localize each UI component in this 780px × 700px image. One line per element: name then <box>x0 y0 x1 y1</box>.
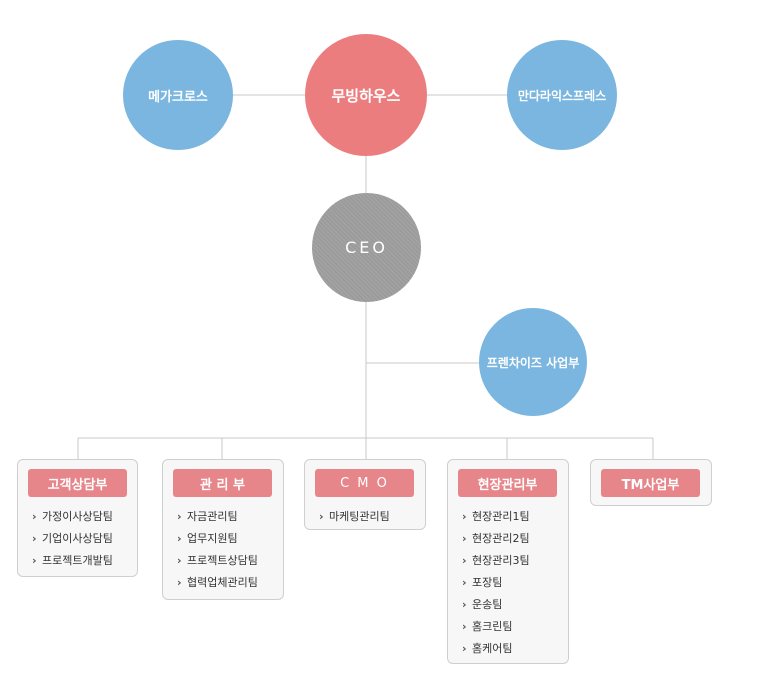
chevron-right-icon: › <box>462 598 467 611</box>
chevron-right-icon: › <box>462 620 467 633</box>
team-list: › 자금관리팀 › 업무지원팀 › 프로젝트상담팀 › 협력업체관리팀 <box>177 506 258 594</box>
team-label: 현장관리3팀 <box>472 554 530 567</box>
team-item: › 기업이사상담팀 <box>32 528 113 550</box>
team-list: › 가정이사상담팀 › 기업이사상담팀 › 프로젝트개발팀 <box>32 506 113 572</box>
team-item: › 운송팀 <box>462 594 530 616</box>
dept-title: 현장관리부 <box>458 469 557 497</box>
team-item: › 현장관리1팀 <box>462 506 530 528</box>
team-label: 마케팅관리팀 <box>329 510 390 523</box>
dept-field-management: 현장관리부 ›현장관리1팀 ›현장관리2팀 ›현장관리3팀 ›포장팀 ›운송팀 … <box>447 459 569 664</box>
dept-title: C M O <box>315 469 414 497</box>
team-label: 현장관리2팀 <box>472 532 530 545</box>
dept-tm-business: TM사업부 <box>590 459 712 506</box>
team-item: › 업무지원팀 <box>177 528 258 550</box>
team-item: › 홈케어팀 <box>462 638 530 660</box>
team-label: 업무지원팀 <box>187 532 238 545</box>
dept-title: TM사업부 <box>601 469 700 497</box>
chevron-right-icon: › <box>177 576 182 589</box>
dept-title: 관 리 부 <box>173 469 272 497</box>
franchise-circle: 프렌차이즈 사업부 <box>479 308 587 416</box>
megacross-label: 메가크로스 <box>148 89 208 105</box>
team-label: 프로젝트상담팀 <box>187 554 258 567</box>
team-item: › 협력업체관리팀 <box>177 572 258 594</box>
team-label: 홈케어팀 <box>472 642 513 655</box>
team-label: 기업이사상담팀 <box>42 532 113 545</box>
team-item: › 프로젝트개발팀 <box>32 550 113 572</box>
chevron-right-icon: › <box>462 532 467 545</box>
megacross-circle: 메가크로스 <box>123 40 233 150</box>
ceo-circle: CEO <box>312 193 421 302</box>
team-label: 홈크린팀 <box>472 620 513 633</box>
chevron-right-icon: › <box>462 576 467 589</box>
chevron-right-icon: › <box>177 532 182 545</box>
ceo-label: CEO <box>345 238 388 257</box>
team-label: 운송팀 <box>472 598 503 611</box>
mandara-express-label: 만다라익스프레스 <box>517 88 607 103</box>
team-label: 현장관리1팀 <box>472 510 530 523</box>
team-item: › 현장관리3팀 <box>462 550 530 572</box>
chevron-right-icon: › <box>32 510 37 523</box>
team-item: › 현장관리2팀 <box>462 528 530 550</box>
dept-title: 고객상담부 <box>28 469 127 497</box>
dept-cmo: C M O › 마케팅관리팀 <box>304 459 426 530</box>
chevron-right-icon: › <box>32 554 37 567</box>
movinghouse-circle: 무빙하우스 <box>305 34 427 156</box>
team-label: 포장팀 <box>472 576 503 589</box>
mandara-express-circle: 만다라익스프레스 <box>507 40 617 150</box>
chevron-right-icon: › <box>462 554 467 567</box>
chevron-right-icon: › <box>177 554 182 567</box>
team-label: 가정이사상담팀 <box>42 510 113 523</box>
team-item: › 홈크린팀 <box>462 616 530 638</box>
franchise-label: 프렌차이즈 사업부 <box>486 355 580 370</box>
dept-customer-consulting: 고객상담부 › 가정이사상담팀 › 기업이사상담팀 › 프로젝트개발팀 <box>17 459 138 577</box>
dept-management: 관 리 부 › 자금관리팀 › 업무지원팀 › 프로젝트상담팀 › 협력업체관리팀 <box>162 459 284 600</box>
team-list: › 마케팅관리팀 <box>319 506 390 528</box>
team-item: › 가정이사상담팀 <box>32 506 113 528</box>
team-item: › 자금관리팀 <box>177 506 258 528</box>
chevron-right-icon: › <box>462 642 467 655</box>
team-label: 자금관리팀 <box>187 510 238 523</box>
team-item: › 포장팀 <box>462 572 530 594</box>
chevron-right-icon: › <box>462 510 467 523</box>
team-label: 프로젝트개발팀 <box>42 554 113 567</box>
chevron-right-icon: › <box>177 510 182 523</box>
team-list: ›현장관리1팀 ›현장관리2팀 ›현장관리3팀 ›포장팀 ›운송팀 ›홈크린팀 … <box>462 506 530 660</box>
team-label: 협력업체관리팀 <box>187 576 258 589</box>
chevron-right-icon: › <box>319 510 324 523</box>
team-item: › 마케팅관리팀 <box>319 506 390 528</box>
movinghouse-label: 무빙하우스 <box>331 86 401 105</box>
chevron-right-icon: › <box>32 532 37 545</box>
team-item: › 프로젝트상담팀 <box>177 550 258 572</box>
